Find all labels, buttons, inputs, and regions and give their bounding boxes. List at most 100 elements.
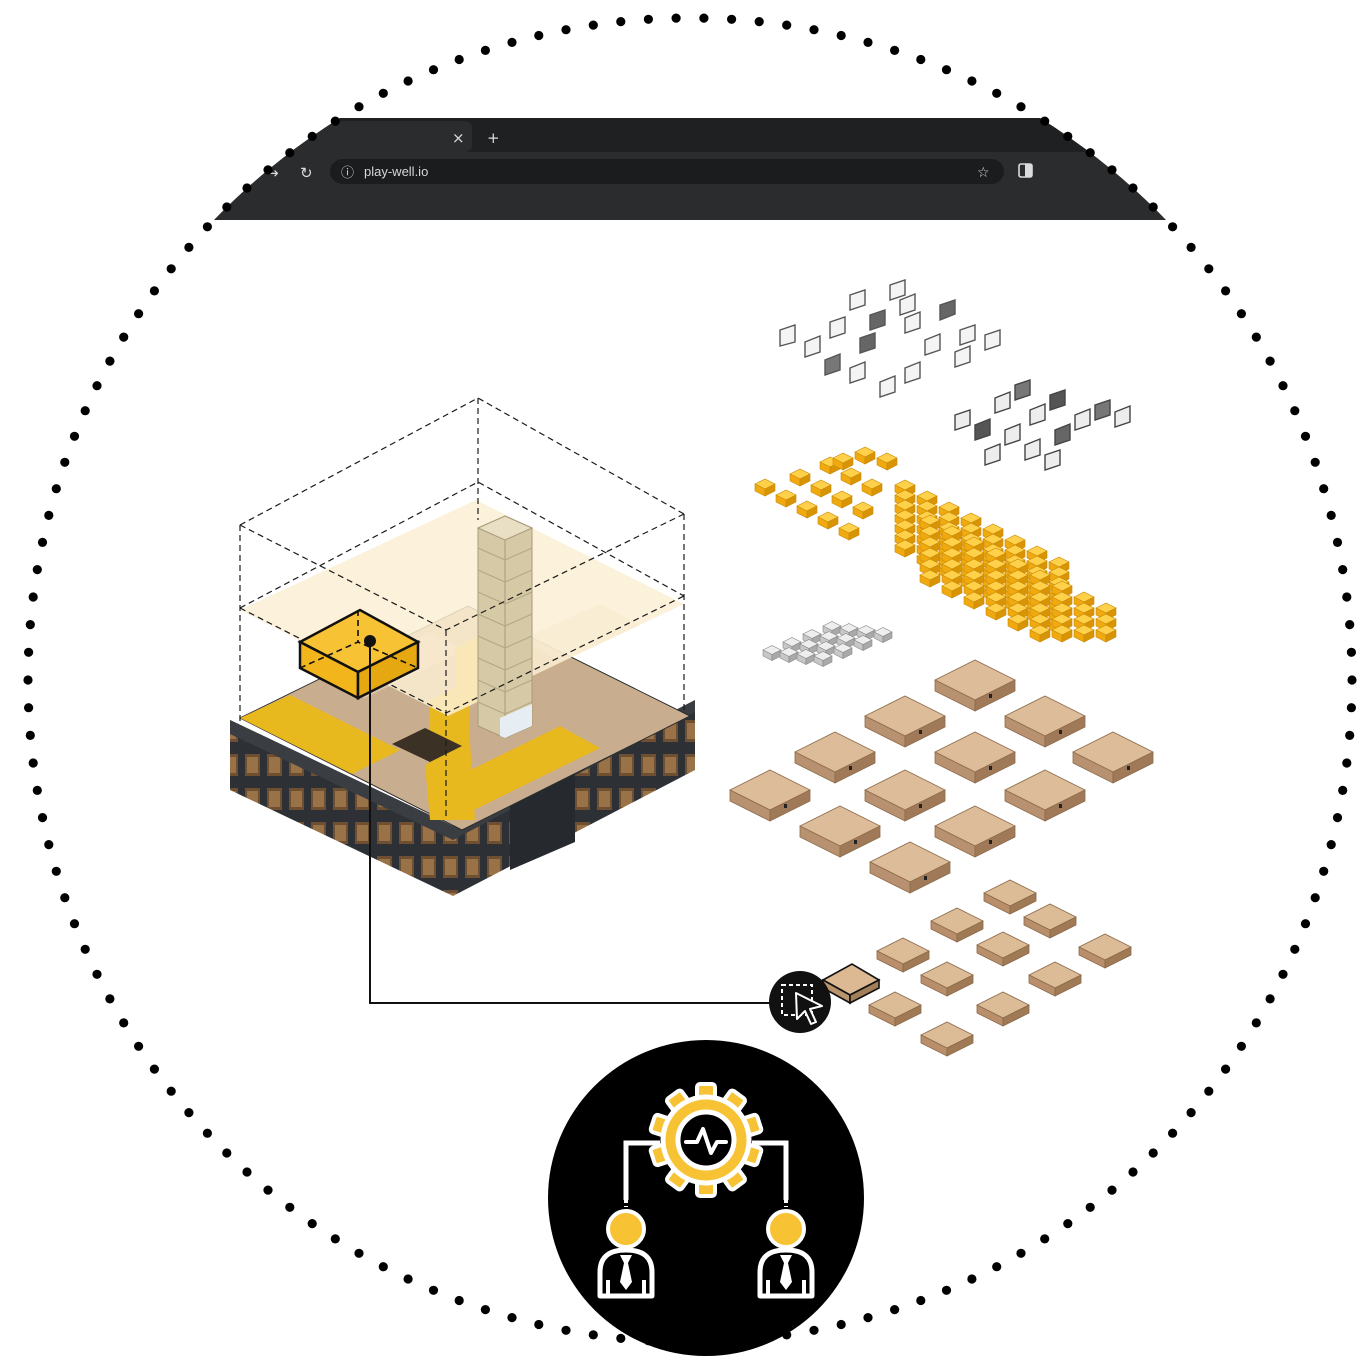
yellow-cube xyxy=(894,519,916,538)
frame-dot xyxy=(44,510,54,520)
selected-module[interactable] xyxy=(297,608,421,701)
frame-dot xyxy=(149,1064,159,1074)
frame-dot xyxy=(263,165,273,175)
yellow-cube xyxy=(810,479,832,498)
frame-dot xyxy=(80,944,90,954)
cardboard-floor-tiles xyxy=(729,659,1154,894)
grey-cube xyxy=(853,635,873,651)
frame-dot xyxy=(699,1337,709,1347)
isometric-building xyxy=(230,397,775,1004)
frame-dot xyxy=(992,1262,1002,1272)
side-panel-icon-fill xyxy=(1025,164,1032,177)
frame-dot xyxy=(24,703,34,713)
connector-line xyxy=(369,641,775,1004)
frame-dot xyxy=(1326,840,1336,850)
address-bar-url[interactable]: play-well.io xyxy=(364,164,428,179)
yellow-cube xyxy=(838,522,860,541)
stacked-column xyxy=(476,515,534,739)
frame-dot xyxy=(80,406,90,416)
frame-dot xyxy=(1319,484,1329,494)
frame-dot xyxy=(1310,893,1320,903)
new-tab-button[interactable]: + xyxy=(487,129,500,147)
frame-dot xyxy=(32,565,42,575)
yellow-cube xyxy=(832,452,854,471)
bookmark-star-icon[interactable]: ☆ xyxy=(977,165,990,181)
frame-dot xyxy=(1040,116,1050,126)
cardboard-tile xyxy=(869,841,951,894)
frame-dot xyxy=(1221,1064,1231,1074)
frame-dot xyxy=(119,332,129,342)
frame-dot xyxy=(507,37,517,48)
frame-dot xyxy=(454,1295,464,1306)
yellow-cube xyxy=(919,569,941,588)
frame-dot xyxy=(890,45,900,56)
reload-button[interactable]: ↻ xyxy=(300,164,313,182)
address-bar[interactable] xyxy=(330,159,1004,184)
dotted-circle-frame xyxy=(23,13,1357,1347)
yellow-cube xyxy=(894,479,916,498)
browser-active-tab[interactable] xyxy=(240,121,472,152)
small-cardboard-tile xyxy=(920,1021,974,1057)
frame-dot xyxy=(24,647,34,657)
frame-dot xyxy=(1346,703,1356,713)
frame-dot xyxy=(1345,620,1355,630)
frame-dot xyxy=(507,1313,517,1323)
yellow-cube xyxy=(817,511,839,530)
frame-dot xyxy=(480,1305,490,1315)
cardboard-tile xyxy=(1004,695,1086,748)
cardboard-tile xyxy=(794,731,876,784)
frame-dot xyxy=(184,1108,194,1118)
frame-dot xyxy=(588,1330,598,1340)
yellow-cube xyxy=(854,446,876,465)
wall-panel-pieces xyxy=(779,279,1001,398)
frame-dot xyxy=(1016,102,1026,112)
frame-dot xyxy=(1300,431,1311,441)
user-icon xyxy=(597,1209,655,1299)
grey-cube xyxy=(873,627,893,643)
wireframe-boundary xyxy=(239,397,685,818)
frame-dot xyxy=(1221,286,1231,296)
frame-dot xyxy=(916,1295,926,1306)
frame-dot xyxy=(69,431,80,441)
dragged-tile[interactable] xyxy=(821,963,881,1005)
grey-cube xyxy=(813,651,833,667)
small-cardboard-tile xyxy=(983,879,1037,915)
frame-dot xyxy=(863,1313,873,1323)
select-cursor-icon[interactable] xyxy=(769,971,831,1033)
yellow-cube xyxy=(1051,591,1073,610)
frame-dot xyxy=(354,102,364,112)
frame-dot xyxy=(671,1337,681,1347)
yellow-cube xyxy=(861,478,883,497)
settings-gear-icon xyxy=(648,1082,764,1198)
frame-dot xyxy=(1332,537,1343,548)
frame-dot xyxy=(1040,1234,1050,1244)
frame-dot xyxy=(378,1262,388,1272)
frame-dot xyxy=(149,286,159,296)
frame-dot xyxy=(616,1333,626,1343)
yellow-cube xyxy=(754,478,776,497)
frame-dot xyxy=(754,1333,764,1343)
frame-dot xyxy=(454,54,464,65)
floor-path-yellow xyxy=(240,695,400,774)
grey-cube xyxy=(779,647,799,663)
frame-dot xyxy=(1148,202,1158,212)
building-front-left-facade xyxy=(230,720,453,896)
frame-dot xyxy=(28,592,38,602)
frame-dot xyxy=(184,242,194,252)
frame-dot xyxy=(1326,510,1336,520)
frame-dot xyxy=(480,45,490,56)
user-icon xyxy=(757,1209,815,1299)
site-info-icon[interactable]: ⓘ xyxy=(341,166,354,181)
yellow-cube xyxy=(1051,624,1073,643)
frame-dot xyxy=(1128,1167,1138,1177)
frame-dot xyxy=(809,25,819,35)
frame-dot xyxy=(890,1305,900,1315)
frame-dot xyxy=(222,202,232,212)
frame-dot xyxy=(202,1128,212,1138)
tab-close-button[interactable]: × xyxy=(452,129,465,147)
cardboard-tile xyxy=(1072,731,1154,784)
yellow-cube xyxy=(1095,624,1117,643)
small-cardboard-tile xyxy=(920,961,974,997)
frame-dot xyxy=(1278,969,1288,979)
